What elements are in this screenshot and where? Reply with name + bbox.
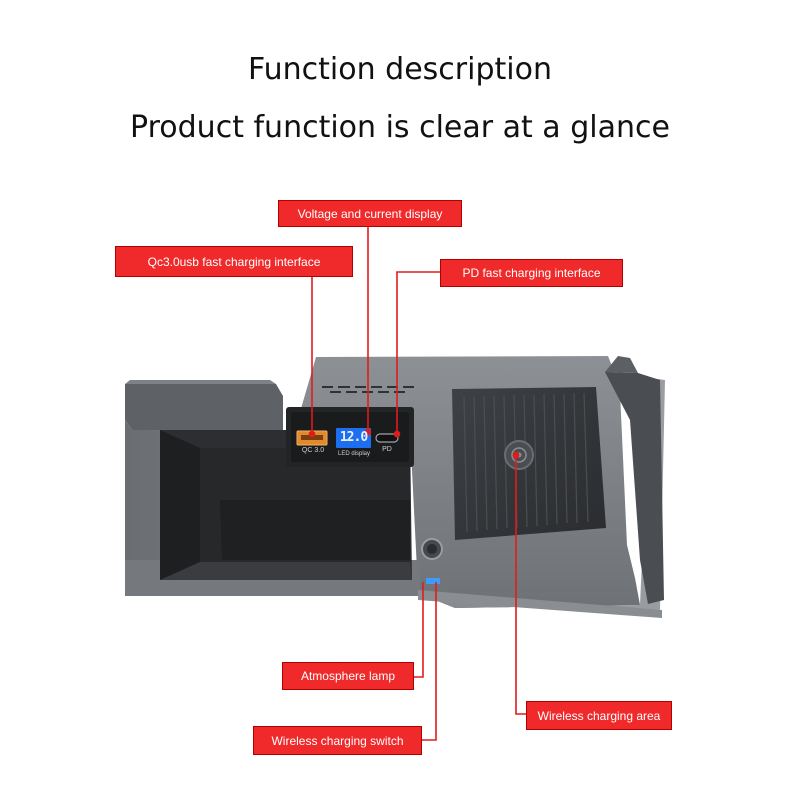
- led-display: [336, 428, 371, 448]
- callout-label-text: PD fast charging interface: [462, 266, 601, 280]
- callout-label-text: Voltage and current display: [297, 206, 443, 221]
- pad-ribs: [463, 392, 589, 533]
- callout-wireless-charging-switch: Wireless charging switch: [253, 726, 422, 755]
- qc-port-label: QC 3.0: [301, 447, 325, 454]
- callout-atmosphere-lamp: Atmosphere lamp: [282, 662, 414, 690]
- callout-pd-interface: PD fast charging interface: [440, 259, 623, 287]
- pd-usb-c-port-icon: [375, 433, 399, 443]
- callout-voltage-current-display: Voltage and current display: [278, 200, 462, 227]
- led-display-value: 12.0: [339, 430, 368, 445]
- callout-label-text: Wireless charging area: [537, 708, 661, 723]
- callout-label-text: Atmosphere lamp: [300, 669, 396, 683]
- left-back-wall: [125, 384, 283, 430]
- callout-label-text: Wireless charging switch: [271, 733, 404, 748]
- led-display-label: LED display: [337, 451, 370, 457]
- atmosphere-lamp-light: [426, 578, 440, 584]
- callout-qc-usb-interface: Qc3.0usb fast charging interface: [115, 246, 353, 277]
- vent-slots: [322, 386, 414, 393]
- pd-port-label: PD: [382, 446, 392, 453]
- callout-wireless-charging-area: Wireless charging area: [526, 701, 672, 730]
- page-title: Function description: [248, 52, 552, 87]
- callout-label-text: Qc3.0usb fast charging interface: [147, 254, 321, 269]
- callout-leader-lines: [308, 225, 526, 741]
- page-subtitle: Product function is clear at a glance: [130, 110, 670, 145]
- phone-holder-wall: [605, 372, 664, 604]
